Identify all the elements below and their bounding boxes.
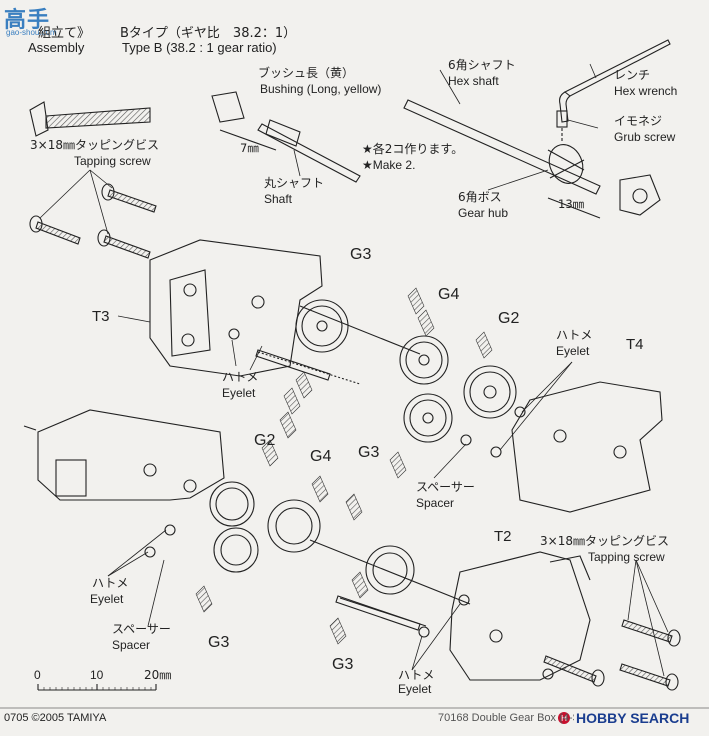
dim-7mm: 7㎜: [240, 141, 259, 155]
step-title-jp: 組立て》: [38, 26, 91, 41]
watermark-url: gao-shou.com: [6, 28, 57, 37]
housing-T4: [511, 381, 663, 513]
shaft-label-en: Shaft: [264, 192, 293, 206]
spacer1-label-jp: スペーサー: [416, 480, 475, 494]
part-label-T2: T2: [494, 528, 512, 545]
step-title-en: Assembly: [28, 40, 85, 55]
svg-text:H: H: [561, 714, 567, 723]
gear-G3-lower: [213, 527, 259, 573]
bushing-label-en: Bushing (Long, yellow): [260, 82, 382, 96]
scale-10: 10: [90, 668, 104, 682]
scale-bar: [37, 684, 157, 691]
watermark-logo: 高手 gao-shou.com: [0, 0, 60, 38]
hex-wrench: [563, 39, 671, 97]
sample-screw: [29, 101, 49, 137]
footer-brand: HOBBY SEARCH: [574, 710, 692, 726]
gear-G2-lower: [209, 481, 255, 527]
eyelet1-label-jp: ハトメ: [222, 370, 259, 384]
bushing-label-jp: ブッシュ長（黄）: [258, 66, 355, 80]
part-label-G2-upper: G2: [498, 310, 520, 327]
make2-label-en: ★Make 2.: [362, 158, 416, 172]
wrench-label-en: Hex wrench: [614, 84, 678, 98]
brand-logo-mark: H: [558, 712, 570, 724]
spacer1-label-en: Spacer: [416, 496, 455, 510]
gearhub-label-en: Gear hub: [458, 206, 509, 220]
hex-shaft: [403, 99, 601, 195]
spacer2-label-jp: スペーサー: [112, 622, 171, 636]
part-label-G3-lower: G3: [208, 634, 230, 651]
part-label-G3-lower-right: G3: [332, 656, 354, 673]
eyelet4-label-en: Eyelet: [398, 682, 432, 696]
gear-hub: [548, 144, 584, 184]
part-label-G4-lower: G4: [310, 448, 332, 465]
type-title-en: Type B (38.2 : 1 gear ratio): [122, 40, 277, 55]
shaft-label-jp: 丸シャフト: [264, 176, 325, 190]
eyelet4-label-jp: ハトメ: [398, 668, 435, 682]
bushing: [211, 91, 245, 123]
gear-G4-upper: [399, 335, 449, 385]
gearhub-label-jp: 6角ボス: [458, 190, 502, 204]
round-shaft: [257, 123, 361, 183]
watermark-text: 高手: [4, 8, 51, 33]
screw-label-bottom-jp: 3×18㎜タッピングビス: [540, 534, 669, 548]
part-label-T3: T3: [92, 308, 110, 325]
screw-label-top-jp: 3×18㎜タッピングビス: [30, 138, 159, 152]
eyelet2-label-en: Eyelet: [556, 344, 590, 358]
screw-label-top-en: Tapping screw: [74, 154, 151, 168]
gear-G4-lower: [267, 499, 321, 553]
screw-label-bottom-en: Tapping screw: [588, 550, 665, 564]
spacer2-label-en: Spacer: [112, 638, 151, 652]
gear-G3-upper: [295, 299, 349, 353]
wrench-label-jp: レンチ: [614, 68, 651, 82]
housing-T3: [149, 239, 323, 377]
grub-label-en: Grub screw: [614, 130, 676, 144]
part-label-G3-middle: G3: [358, 444, 380, 461]
hexshaft-label-jp: 6角シャフト: [448, 58, 516, 72]
part-label-G3-upper: G3: [350, 246, 372, 263]
type-title-jp: Bタイプ（ギヤ比 38.2：1）: [120, 26, 297, 41]
hexshaft-label-en: Hex shaft: [448, 74, 499, 88]
make2-label-jp: ★各2コ作ります。: [362, 142, 464, 156]
dim-13mm: 13㎜: [558, 197, 585, 211]
housing-T2: [449, 551, 591, 681]
gear-G3-middle: [403, 393, 453, 443]
grub-screw: [556, 110, 568, 128]
part-label-G4-upper: G4: [438, 286, 460, 303]
scale-20: 20㎜: [144, 668, 172, 682]
eyelet1-label-en: Eyelet: [222, 386, 256, 400]
footer-copyright: 0705 ©2005 TAMIYA: [4, 712, 107, 724]
gear-G3-lower-right: [365, 545, 415, 595]
gear-G2-upper: [463, 365, 517, 419]
housing-lower-left: [37, 409, 225, 501]
scale-0: 0: [34, 668, 41, 682]
part-label-T4: T4: [626, 336, 644, 353]
eyelet3-label-en: Eyelet: [90, 592, 124, 606]
eyelet3-label-jp: ハトメ: [92, 576, 129, 590]
grub-label-jp: イモネジ: [614, 114, 663, 128]
part-label-G2-lower: G2: [254, 432, 276, 449]
eyelet2-label-jp: ハトメ: [556, 328, 593, 342]
